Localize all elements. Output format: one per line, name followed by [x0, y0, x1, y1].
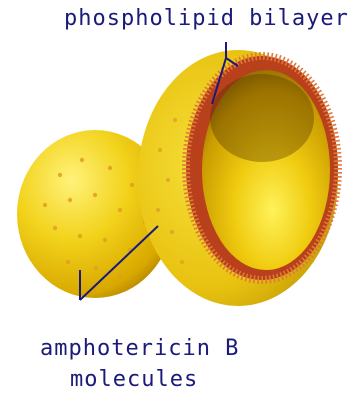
molecules-label: molecules — [70, 369, 198, 391]
amphotericin-label: amphotericin B — [40, 338, 239, 360]
phospholipid-bilayer-label: phospholipid bilayer — [64, 8, 349, 30]
large-liposome — [138, 50, 338, 306]
